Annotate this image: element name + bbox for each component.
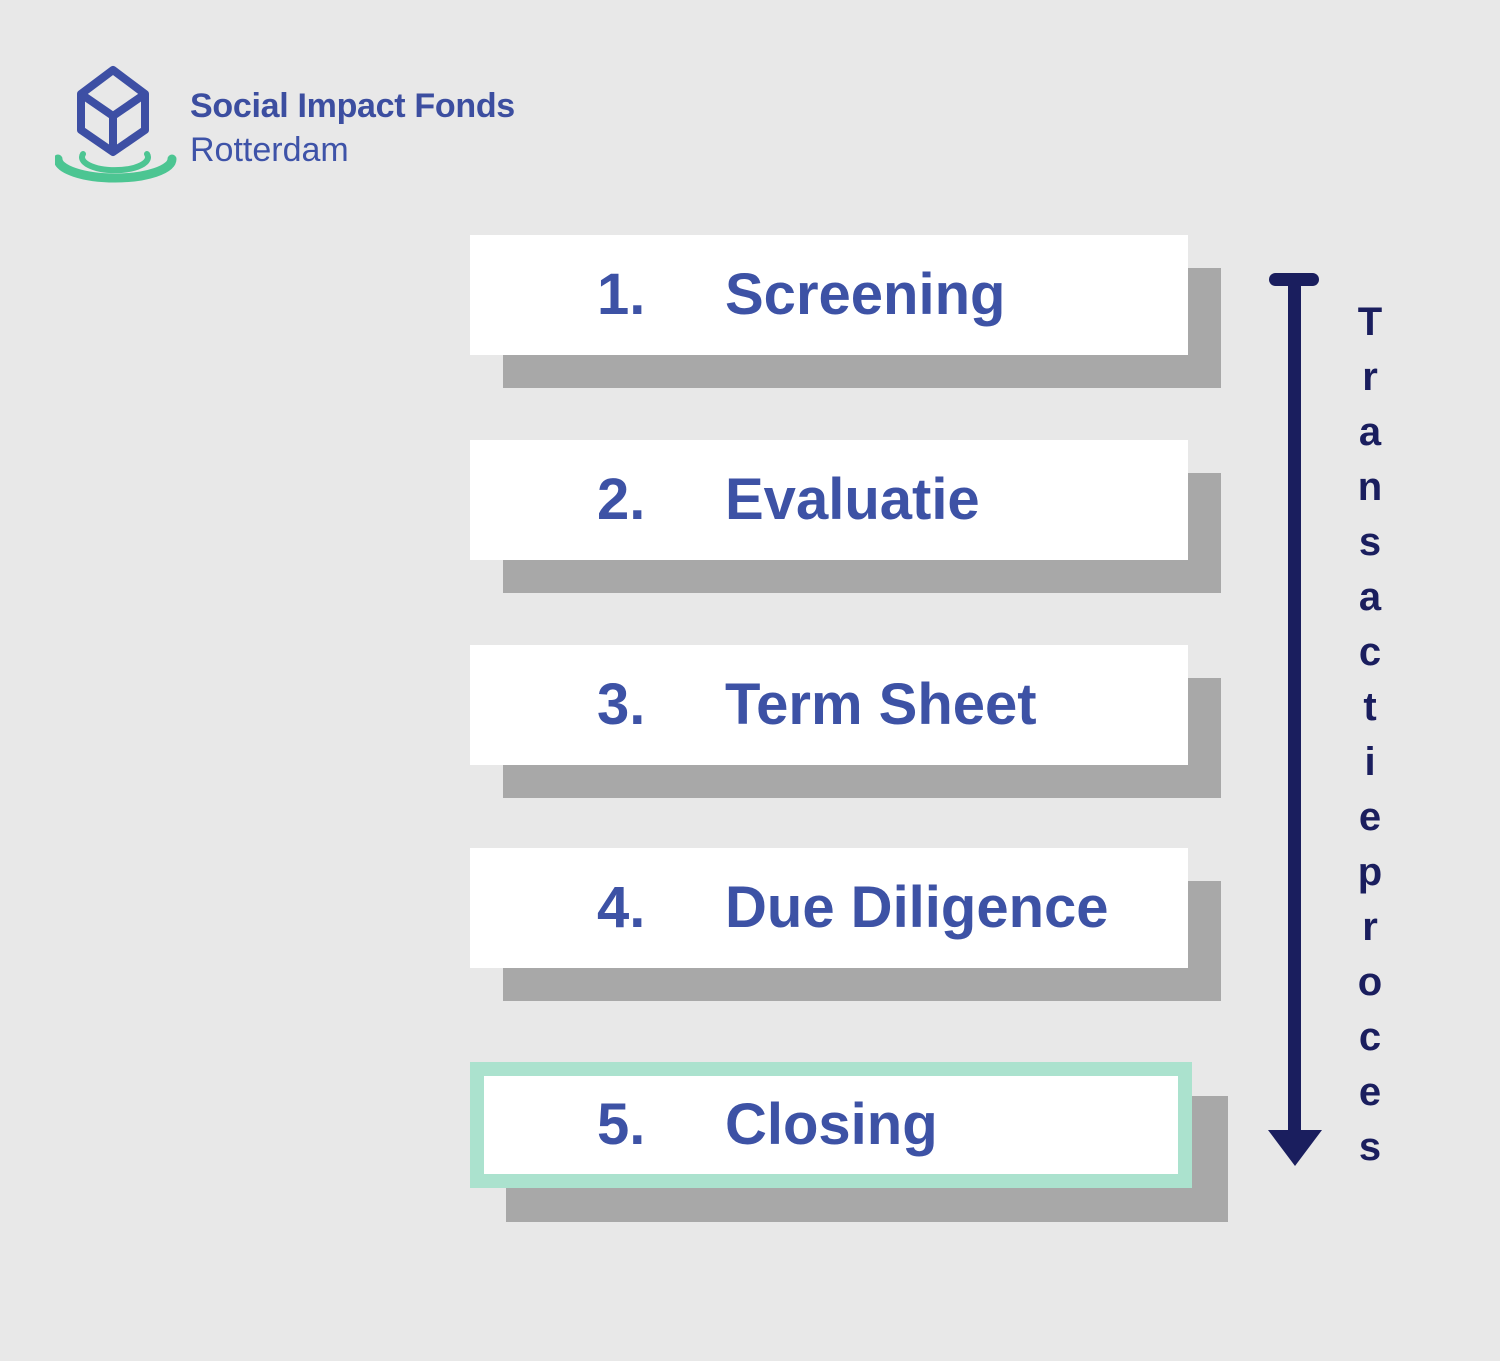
step-label: Closing	[725, 1092, 938, 1157]
arrow-line	[1288, 279, 1301, 1135]
step-number: 4.	[597, 875, 646, 940]
arrow-down-icon	[1268, 1130, 1322, 1166]
step-number: 2.	[597, 467, 646, 532]
cube-ripple-icon	[55, 66, 177, 183]
step-label: Term Sheet	[725, 672, 1037, 737]
brand-title: Social Impact Fonds	[190, 87, 515, 125]
step-label: Evaluatie	[725, 467, 980, 532]
step-number: 1.	[597, 262, 646, 327]
logo: Social Impact Fonds Rotterdam	[55, 58, 515, 198]
process-label: Transactieproces	[1348, 300, 1392, 1180]
step-number: 5.	[597, 1092, 646, 1157]
step-box-screening: 1. Screening	[470, 235, 1188, 355]
step-box-closing: 5. Closing	[470, 1062, 1192, 1188]
brand-subtitle: Rotterdam	[190, 131, 349, 170]
step-label: Screening	[725, 262, 1006, 327]
step-box-evaluatie: 2. Evaluatie	[470, 440, 1188, 560]
step-number: 3.	[597, 672, 646, 737]
step-box-due-diligence: 4. Due Diligence	[470, 848, 1188, 968]
step-box-term-sheet: 3. Term Sheet	[470, 645, 1188, 765]
logo-text: Social Impact Fonds Rotterdam	[190, 87, 515, 170]
step-label: Due Diligence	[725, 875, 1109, 940]
